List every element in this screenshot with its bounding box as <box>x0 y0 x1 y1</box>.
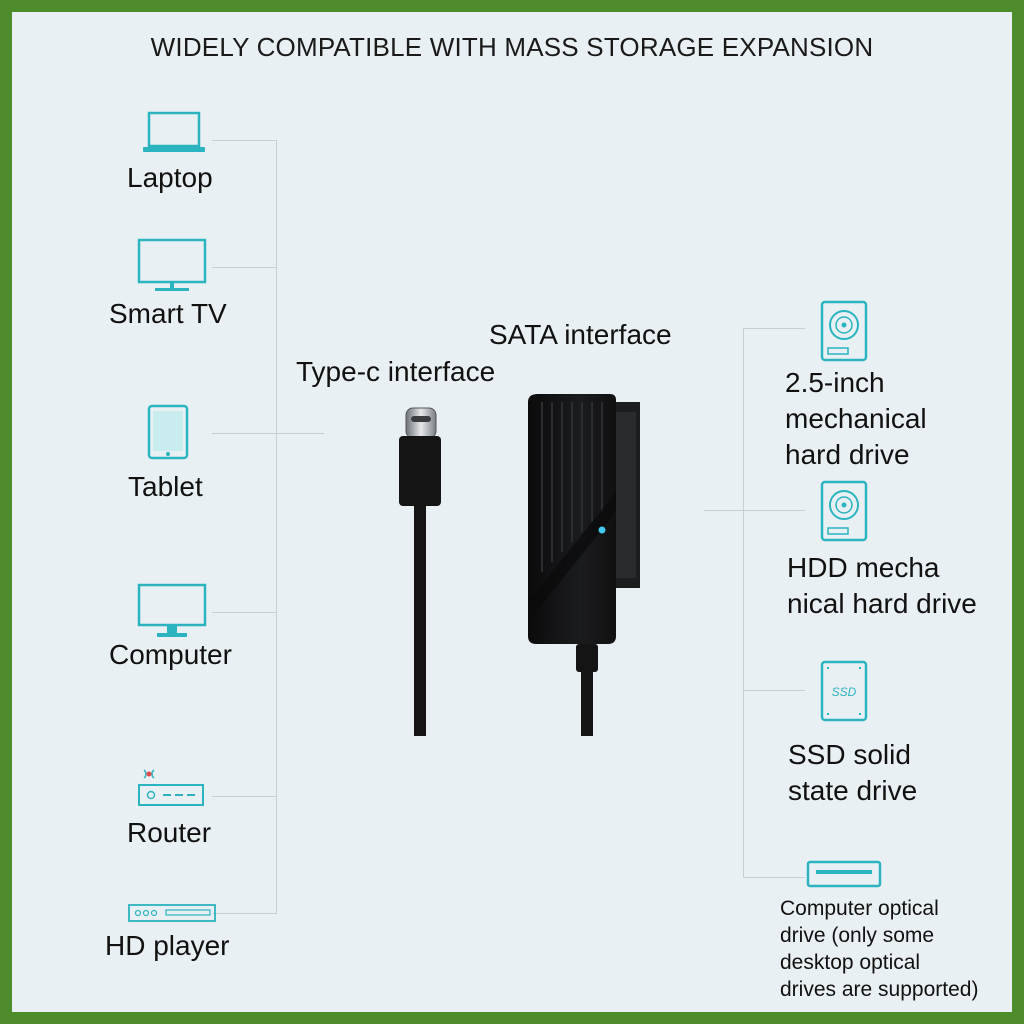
label-optical-line: Computer optical <box>780 897 939 920</box>
label-optical-drive: Computer optical drive (only some deskto… <box>780 895 978 1003</box>
infographic-canvas: WIDELY COMPATIBLE WITH MASS STORAGE EXPA… <box>12 12 1012 1012</box>
ssd-icon-text: SSD <box>832 685 857 699</box>
label-laptop: Laptop <box>127 162 213 193</box>
left-center-connector <box>276 433 324 434</box>
label-hdd-25: 2.5-inch mechanical hard drive <box>785 365 927 473</box>
label-sata-interface: SATA interface <box>489 319 672 350</box>
ssd-icon: SSD <box>820 660 868 722</box>
tablet-icon <box>147 404 189 460</box>
label-optical-line: desktop optical <box>780 951 921 974</box>
hd-player-icon <box>128 904 216 922</box>
label-hdd-25-line: hard drive <box>785 439 910 470</box>
right-tick-hdd <box>743 510 805 511</box>
label-tablet: Tablet <box>128 471 203 502</box>
usb-c-sata-adapter-image <box>392 372 692 744</box>
label-hdd-25-line: mechanical <box>785 403 927 434</box>
label-computer: Computer <box>109 639 232 670</box>
label-hdd-mechanical: HDD mecha nical hard drive <box>787 550 977 622</box>
label-hd-player: HD player <box>105 930 230 961</box>
label-hdd-25-line: 2.5-inch <box>785 367 885 398</box>
right-center-connector <box>704 510 744 511</box>
right-tick-optical <box>743 877 805 878</box>
hard-drive-icon <box>820 480 868 542</box>
label-type-c-interface: Type-c interface <box>296 356 496 387</box>
label-ssd-line: SSD solid <box>788 739 911 770</box>
right-tick-hdd25 <box>743 328 805 329</box>
left-tick-tablet <box>212 433 277 434</box>
left-tick-laptop <box>212 140 277 141</box>
left-tick-player <box>212 913 277 914</box>
router-icon <box>137 765 207 807</box>
smart-tv-icon <box>137 238 207 294</box>
label-router: Router <box>127 817 212 848</box>
left-tick-computer <box>212 612 277 613</box>
optical-drive-icon <box>806 860 882 888</box>
left-bracket-line <box>276 140 277 914</box>
label-hdd-mechanical-line: nical hard drive <box>787 588 977 619</box>
label-optical-line: drive (only some <box>780 924 935 947</box>
computer-icon <box>137 583 207 639</box>
hard-drive-icon <box>820 300 868 362</box>
page-title: WIDELY COMPATIBLE WITH MASS STORAGE EXPA… <box>150 32 874 62</box>
laptop-icon <box>142 110 206 156</box>
label-ssd: SSD solid state drive <box>788 737 917 809</box>
left-tick-tv <box>212 267 277 268</box>
right-tick-ssd <box>743 690 805 691</box>
right-bracket-line <box>743 328 744 878</box>
label-smart-tv: Smart TV <box>109 298 227 329</box>
label-optical-line: drives are supported) <box>780 978 979 1001</box>
label-ssd-line: state drive <box>788 775 918 806</box>
label-hdd-mechanical-line: HDD mecha <box>787 552 940 583</box>
left-tick-router <box>212 796 277 797</box>
